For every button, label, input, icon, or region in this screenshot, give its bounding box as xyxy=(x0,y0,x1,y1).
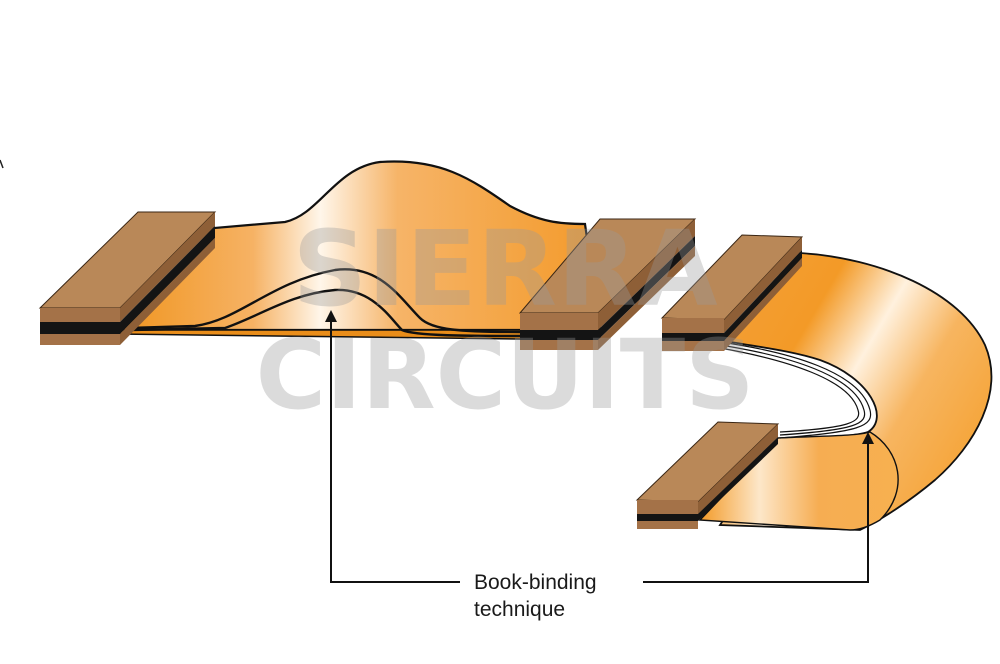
watermark-line-1: SIERRA xyxy=(292,208,717,330)
leader-line-left xyxy=(330,318,460,583)
callout-label-line-2: technique xyxy=(474,598,565,621)
callout-leaders xyxy=(330,318,869,583)
u-bend-flex-assembly xyxy=(635,234,993,531)
u-flex-lower-surface xyxy=(698,431,899,531)
arrowhead-left xyxy=(325,310,337,322)
arrowhead-right xyxy=(862,432,874,444)
callout-label-line-1: Book-binding xyxy=(474,571,597,594)
left-stiffener xyxy=(38,211,217,345)
bump-flex-surface xyxy=(115,160,602,332)
bump-flex-assembly xyxy=(38,160,697,350)
u-inner-layer-2 xyxy=(719,344,866,436)
middle-stiffener xyxy=(518,218,697,350)
watermark: SIERRA CIRCUITS xyxy=(256,208,755,431)
u-inner-layer-1 xyxy=(719,341,872,439)
callout-label: Book-binding technique xyxy=(474,571,597,621)
watermark-line-2: CIRCUITS xyxy=(256,319,755,431)
u-inner-layer-3 xyxy=(719,347,860,433)
leader-line-right xyxy=(643,440,869,583)
upper-right-stiffener xyxy=(660,234,804,351)
lower-right-stiffener xyxy=(635,421,780,529)
inner-layer-curve-lower xyxy=(129,288,521,338)
edge-tick-mark xyxy=(0,159,4,169)
inner-layer-curve-upper xyxy=(129,268,521,334)
